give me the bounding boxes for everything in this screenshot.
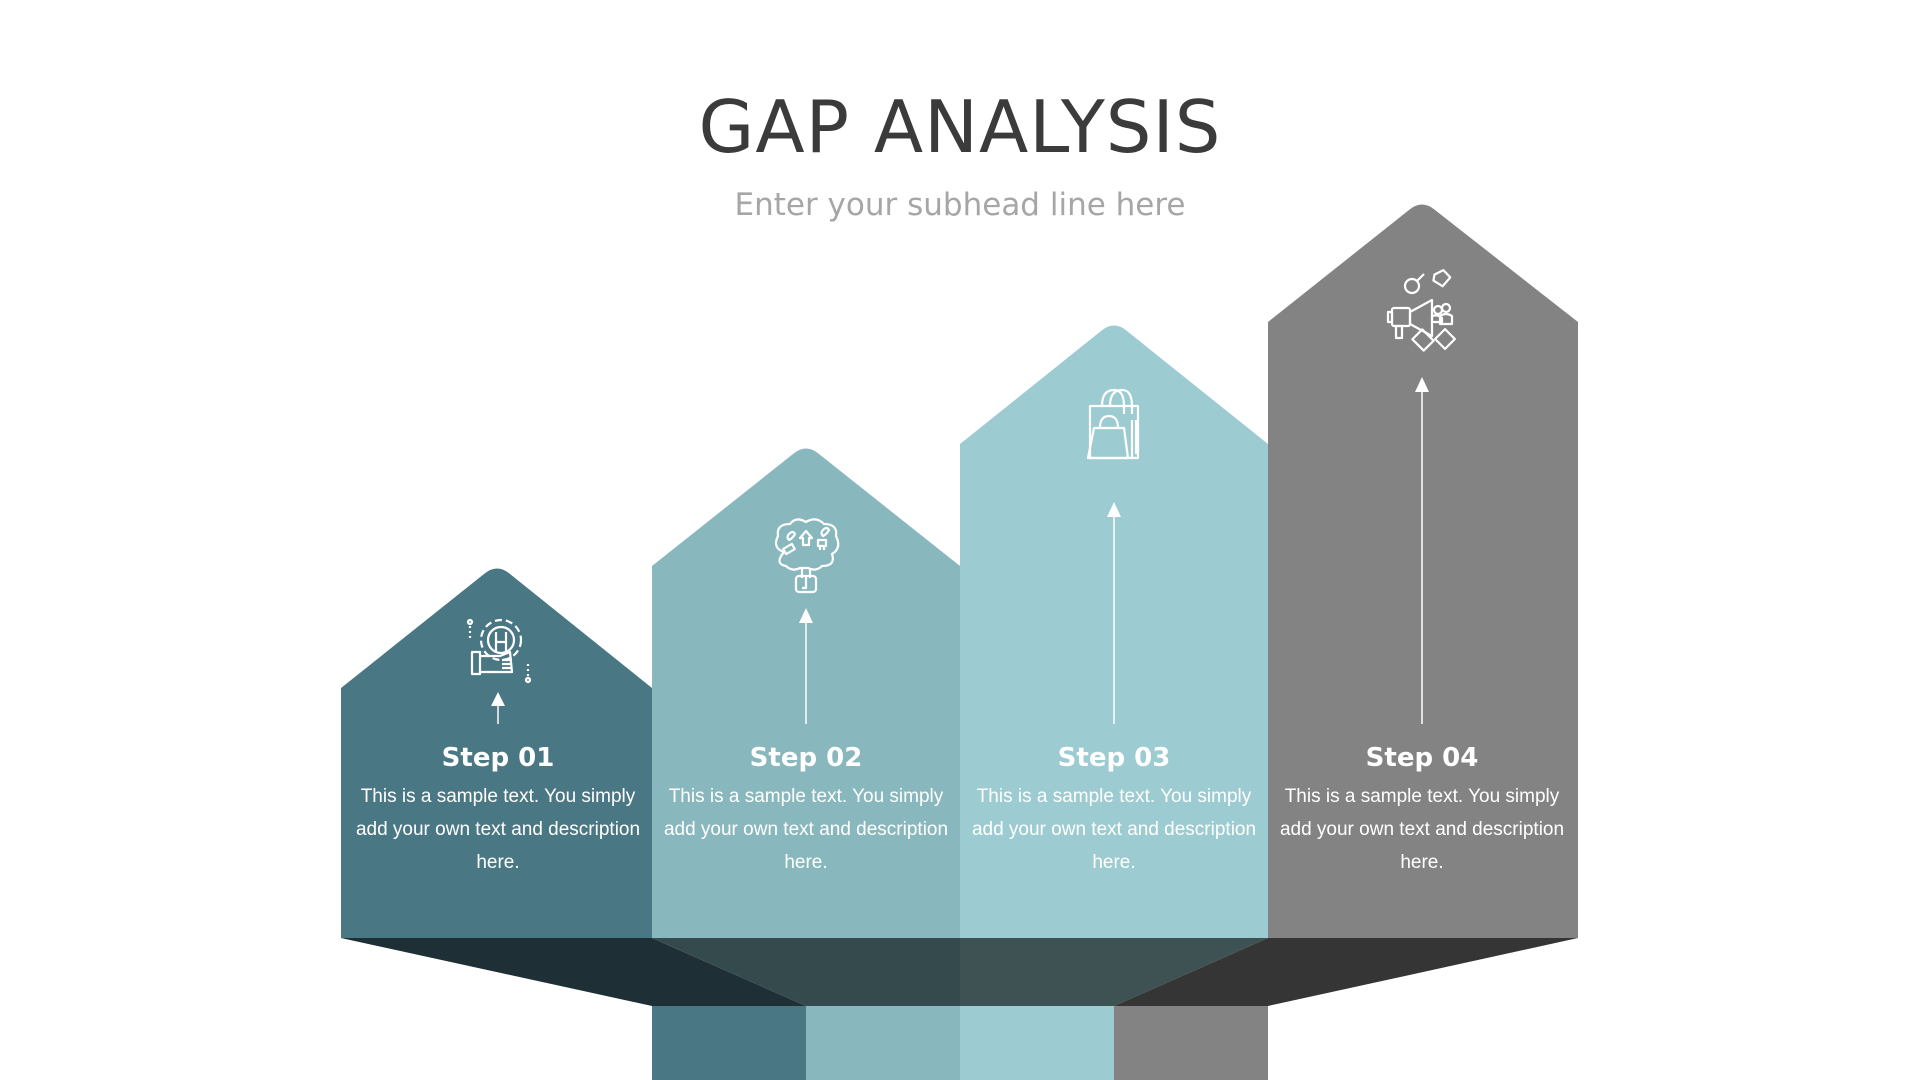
page-subhead: Enter your subhead line here (734, 187, 1186, 223)
step-1-stem (652, 1006, 806, 1080)
step-2-arrow (799, 608, 813, 724)
step-4-stem (1114, 1006, 1268, 1080)
step-3-title: Step 03 (1057, 743, 1171, 773)
step-1-shadow (341, 938, 806, 1006)
step-3-card: Step 03 This is a sample text. You simpl… (964, 740, 1264, 879)
step-1-card: Step 01 This is a sample text. You simpl… (348, 740, 648, 879)
step-3-arrow (1107, 502, 1121, 724)
step-2-title: Step 02 (749, 743, 863, 773)
step-2-description: This is a sample text. You simply add yo… (663, 786, 949, 873)
step-2-card: Step 02 This is a sample text. You simpl… (656, 740, 956, 879)
shopping-bags-icon (1086, 388, 1140, 460)
step-1-description: This is a sample text. You simply add yo… (355, 786, 641, 873)
step-4-arrow (1415, 377, 1429, 724)
step-4-card: Step 04 This is a sample text. You simpl… (1272, 740, 1572, 879)
step-3-stem (960, 1006, 1114, 1080)
step-4-shadow (1114, 938, 1578, 1006)
megaphone-marketing-icon (1386, 269, 1456, 352)
step-1-column (341, 568, 652, 938)
gear-wrench-hand-icon (466, 618, 532, 684)
step-1-title: Step 01 (441, 743, 555, 773)
step-4-title: Step 04 (1365, 743, 1479, 773)
step-4-description: This is a sample text. You simply add yo… (1279, 786, 1565, 873)
page-title: GAP ANALYSIS (698, 85, 1222, 169)
step-3-shadow (960, 938, 1268, 1006)
step-2-stem (806, 1006, 960, 1080)
step-4-column (1268, 204, 1578, 938)
step-2-shadow (652, 938, 960, 1006)
ideas-tree-icon (774, 518, 840, 594)
step-3-description: This is a sample text. You simply add yo… (971, 786, 1257, 873)
step-1-arrow (491, 692, 505, 724)
